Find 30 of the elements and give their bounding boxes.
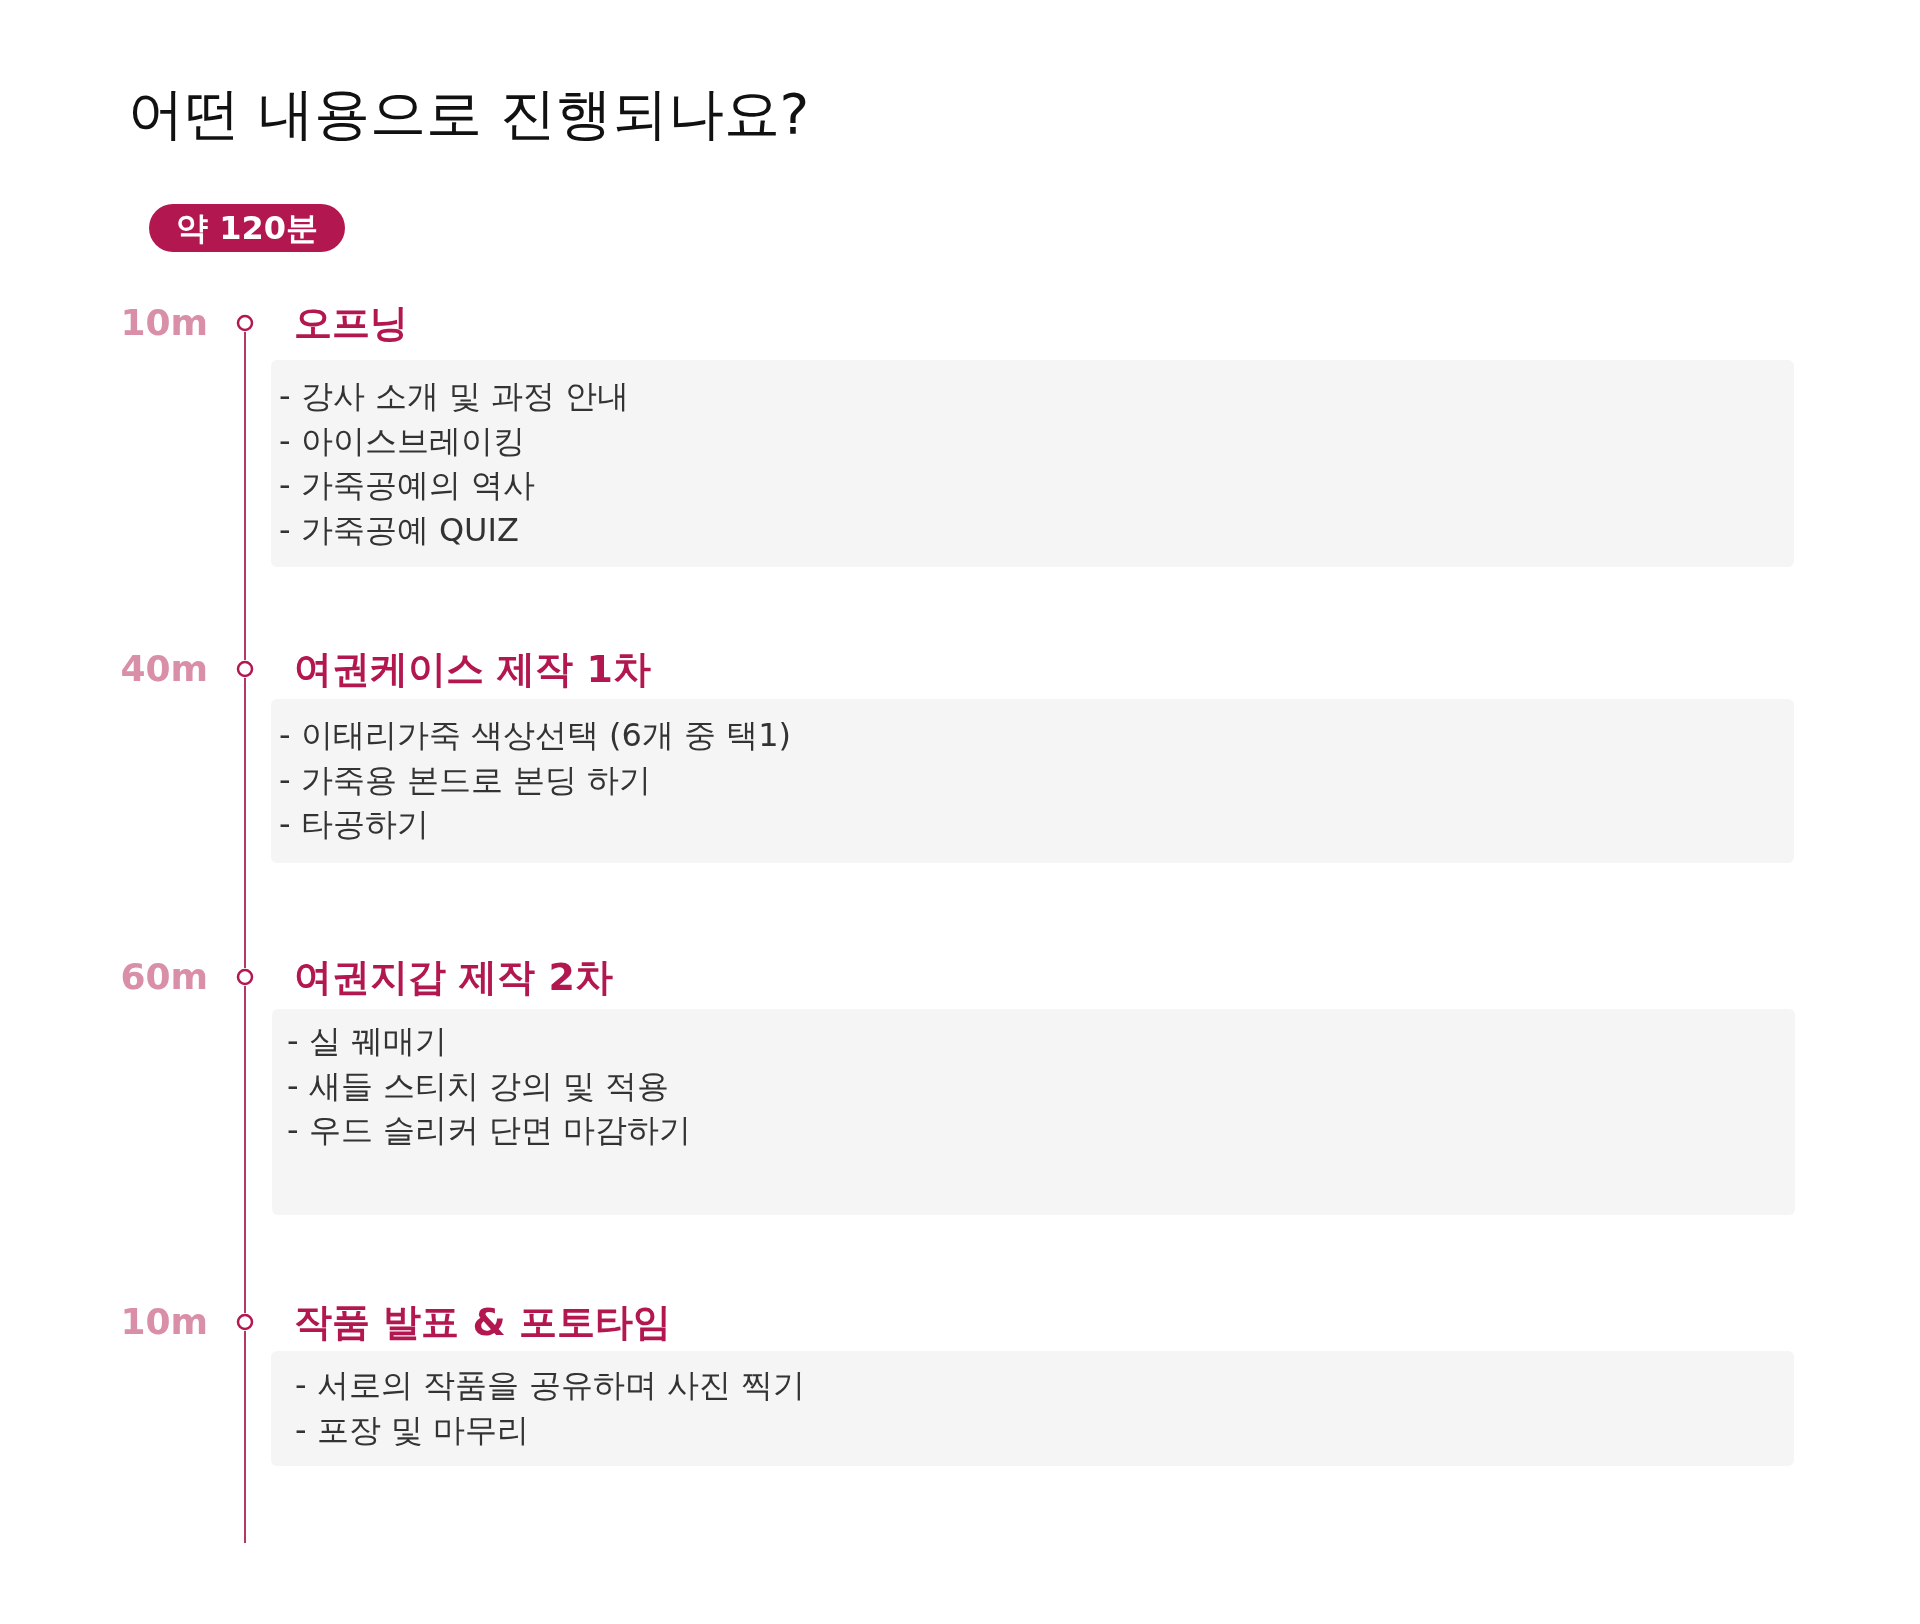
list-item: - 가죽공예의 역사	[279, 465, 535, 506]
timeline-line	[244, 677, 246, 969]
section-heading: 여권케이스 제작 1차	[294, 646, 651, 693]
timeline-line	[244, 331, 246, 661]
list-item: - 가죽공예 QUIZ	[279, 509, 519, 551]
list-item: - 실 꿰매기	[287, 1021, 447, 1062]
ring-icon	[236, 314, 254, 332]
list-item: - 서로의 작품을 공유하며 사진 찍기	[295, 1365, 806, 1406]
duration-label: 10m	[120, 301, 208, 345]
duration-label: 10m	[120, 1300, 208, 1344]
section-heading: 여권지갑 제작 2차	[294, 954, 613, 1001]
ring-icon	[236, 1313, 254, 1331]
list-item: - 우드 슬리커 단면 마감하기	[287, 1110, 692, 1151]
ring-icon	[236, 968, 254, 986]
timeline-line	[244, 985, 246, 1314]
section-heading: 작품 발표 & 포토타임	[294, 1299, 671, 1346]
list-item: - 포장 및 마무리	[295, 1409, 530, 1451]
list-item: - 아이스브레이킹	[279, 420, 525, 462]
section-heading: 오프닝	[294, 300, 408, 347]
list-item: - 강사 소개 및 과정 안내	[279, 376, 630, 417]
list-item: - 새들 스티치 강의 및 적용	[287, 1065, 670, 1107]
duration-label: 40m	[120, 647, 208, 691]
list-item: - 가죽용 본드로 본딩 하기	[279, 759, 652, 801]
list-item: - 타공하기	[279, 804, 429, 845]
duration-label: 60m	[120, 955, 208, 999]
list-item: - 이태리가죽 색상선택 (6개 중 택1)	[279, 715, 792, 756]
timeline-line	[244, 1330, 246, 1544]
ring-icon	[236, 660, 254, 678]
page-title: 어떤 내용으로 진행되나요?	[128, 80, 810, 148]
duration-badge: 약 120분	[149, 204, 345, 252]
